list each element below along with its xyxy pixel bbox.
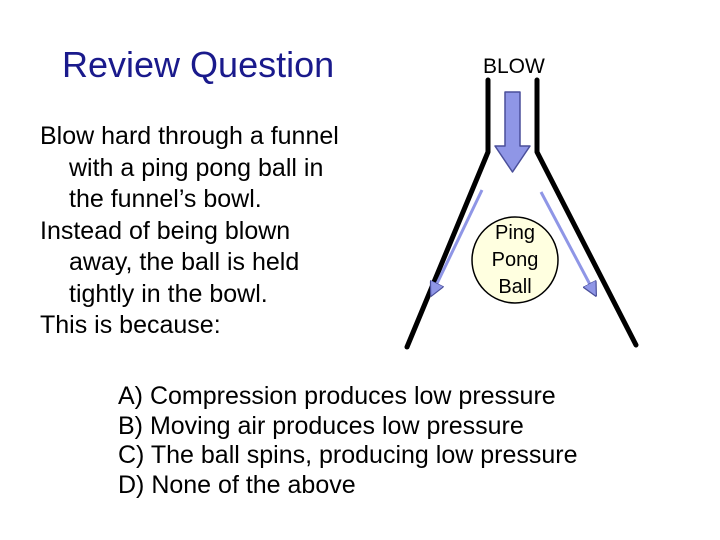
ball-label: Ping Pong Ball bbox=[465, 220, 565, 301]
option-c: C) The ball spins, producing low pressur… bbox=[118, 441, 578, 469]
question-line: This is because: bbox=[40, 311, 221, 339]
funnel-left-wall bbox=[404, 77, 491, 350]
funnel bbox=[404, 77, 639, 350]
question-line: Blow hard through a funnel bbox=[40, 122, 339, 150]
ball-label-line: Ball bbox=[498, 276, 532, 298]
ping-pong-ball bbox=[471, 216, 559, 304]
question-line: Instead of being blown bbox=[40, 216, 291, 245]
slide-title: Review Question bbox=[62, 44, 335, 85]
option-a: A) Compression produces low pressure bbox=[118, 382, 556, 410]
question-line: the funnel’s bowl. bbox=[69, 185, 262, 213]
answer-options: A) Compression produces low pressure B) … bbox=[118, 382, 578, 500]
question-line: tightly in the bowl. bbox=[69, 279, 268, 308]
ball-label-line: Pong bbox=[491, 249, 539, 271]
blow-label: BLOW bbox=[483, 55, 545, 78]
question-text: Blow hard through a funnel with a ping p… bbox=[40, 121, 440, 342]
down-arrow-icon bbox=[494, 91, 531, 173]
air-flow-arrow-icon bbox=[432, 189, 484, 294]
option-d: D) None of the above bbox=[118, 470, 356, 499]
question-line: with a ping pong ball in bbox=[69, 153, 324, 182]
funnel-right-wall bbox=[534, 77, 639, 348]
air-flow-arrow-icon bbox=[539, 191, 595, 294]
ball-label-line: Ping bbox=[494, 222, 536, 244]
option-b: B) Moving air produces low pressure bbox=[118, 411, 524, 440]
question-line: away, the ball is held bbox=[69, 248, 300, 276]
